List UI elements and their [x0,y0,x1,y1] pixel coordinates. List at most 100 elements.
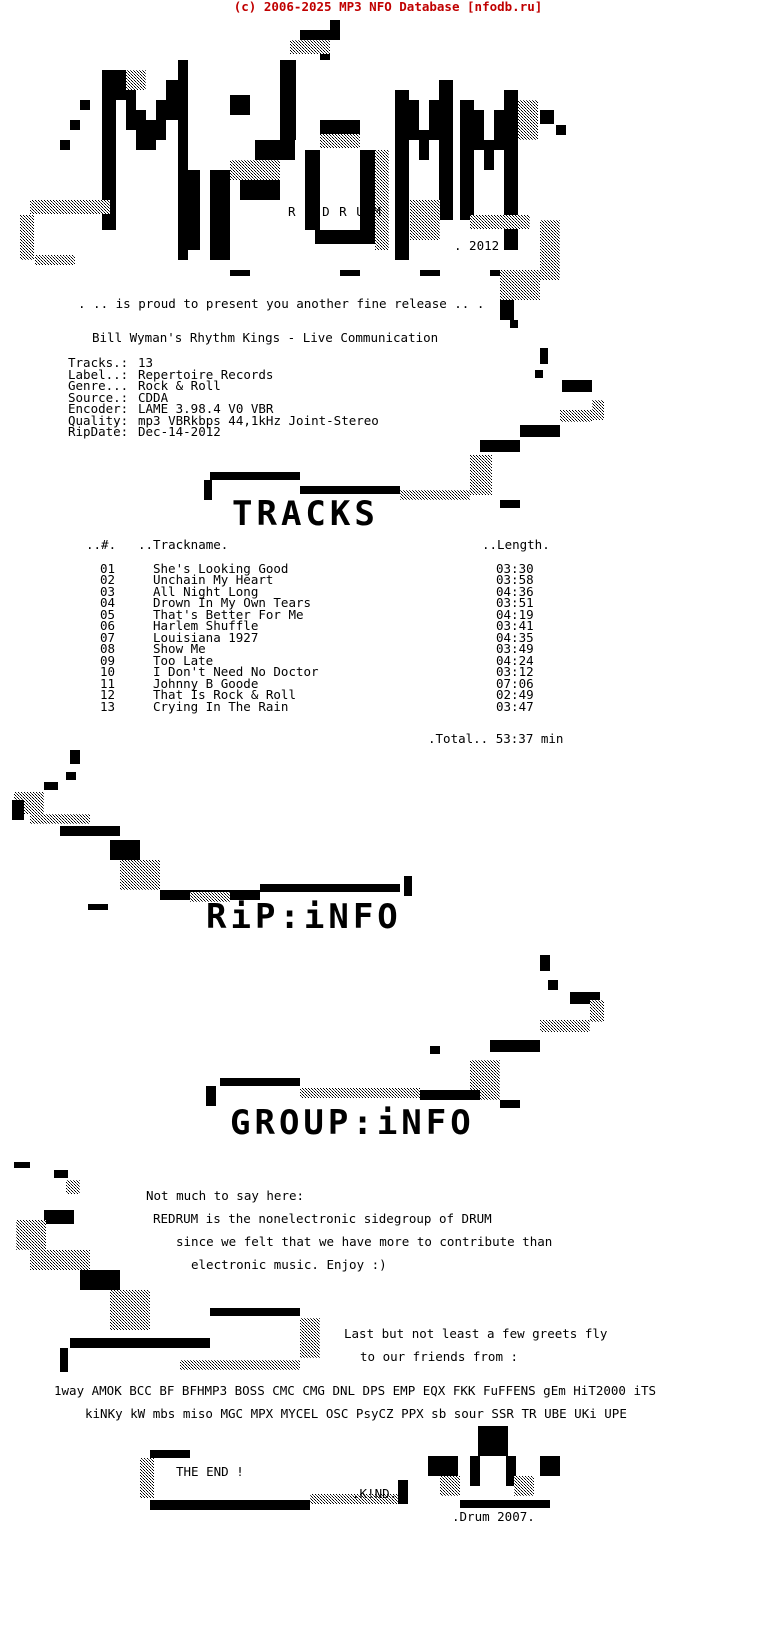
info-key: Encoder: [68,401,129,416]
group-text-line: since we felt that we have more to contr… [176,1234,553,1249]
track-name: Johnny B Goode [153,676,259,691]
col-header-num: ..#. [86,537,117,552]
release-title: Bill Wyman's Rhythm Kings - Live Communi… [92,330,439,345]
track-row: 05 That's Better For Me 04:19 [0,607,776,622]
track-name: She's Looking Good [153,561,289,576]
track-name: All Night Long [153,584,259,599]
the-end-art [140,1426,560,1510]
info-key: Source.: [68,390,129,405]
track-row: 09 Too Late 04:24 [0,653,776,668]
info-value: mp3 VBRkbps 44,1kHz Joint-Stereo [138,413,379,428]
info-key: Label..: [68,367,129,382]
col-header-length: ..Length. [482,537,550,552]
group-text-line: Not much to say here: [146,1188,305,1203]
track-row: 04 Drown In My Own Tears 03:51 [0,595,776,610]
info-row: Label..: Repertoire Records [0,367,776,382]
greets-list-line: 1way AMOK BCC BF BFHMP3 BOSS CMC CMG DNL… [54,1383,657,1398]
track-name: Show Me [153,641,206,656]
greets-swirl-art [14,1162,320,1372]
track-num: 01 [100,561,116,576]
info-row: RipDate: Dec-14-2012 [0,424,776,439]
section-title-tracks: TRACKS [232,494,379,534]
ripinfo-swirl-art [12,750,412,910]
track-num: 13 [100,699,116,714]
info-value: 13 [138,355,154,370]
info-value: CDDA [138,390,169,405]
redrum-logo-art [60,20,566,328]
info-row: Source.: CDDA [0,390,776,405]
track-length: 04:35 [496,630,534,645]
track-num: 05 [100,607,116,622]
track-length: 07:06 [496,676,534,691]
group-text-line: REDRUM is the nonelectronic sidegroup of… [153,1211,492,1226]
greets-intro-line: Last but not least a few greets fly [344,1326,608,1341]
greets-list-line: kiNKy kW mbs miso MGC MPX MYCEL OSC PsyC… [85,1406,627,1421]
info-value: Dec-14-2012 [138,424,221,439]
info-key: RipDate: [68,424,129,439]
track-num: 12 [100,687,116,702]
track-row: 08 Show Me 03:49 [0,641,776,656]
info-row: Tracks.: 13 [0,355,776,370]
logo-year: . 2012 . [454,238,515,253]
track-row: 06 Harlem Shuffle 03:41 [0,618,776,633]
info-value: Rock & Roll [138,378,221,393]
info-key: Genre... [68,378,129,393]
logo-dither-shading [20,40,560,300]
track-name: Unchain My Heart [153,572,274,587]
track-length: 02:49 [496,687,534,702]
track-length: 03:12 [496,664,534,679]
track-length: 03:41 [496,618,534,633]
track-num: 09 [100,653,116,668]
track-num: 06 [100,618,116,633]
track-length: 04:24 [496,653,534,668]
track-num: 03 [100,584,116,599]
section-title-ripinfo: RiP:iNFO [206,897,402,937]
drum-signature: .Drum 2007. [452,1509,535,1524]
track-row: 07 Louisiana 1927 04:35 [0,630,776,645]
col-header-name: ..Trackname. [138,537,229,552]
logo-group-name: R E D R U M [288,204,382,219]
track-length: 04:36 [496,584,534,599]
tracks-swirl-art [204,348,604,508]
intro-line: . .. is proud to present you another fin… [78,296,485,311]
info-row: Genre... Rock & Roll [0,378,776,393]
track-name: That's Better For Me [153,607,304,622]
track-length: 04:19 [496,607,534,622]
group-text-line: electronic music. Enjoy :) [191,1257,387,1272]
track-row: 11 Johnny B Goode 07:06 [0,676,776,691]
info-value: Repertoire Records [138,367,274,382]
track-length: 03:51 [496,595,534,610]
track-num: 02 [100,572,116,587]
track-name: That Is Rock & Roll [153,687,296,702]
track-name: Too Late [153,653,214,668]
site-header: (c) 2006-2025 MP3 NFO Database [nfodb.ru… [233,0,543,14]
info-row: Quality: mp3 VBRkbps 44,1kHz Joint-Stereo [0,413,776,428]
track-num: 08 [100,641,116,656]
kind-signature: .K!ND. [352,1486,398,1501]
the-end-text: THE END ! [176,1464,244,1479]
track-length: 03:49 [496,641,534,656]
greets-intro-line: to our friends from : [360,1349,519,1364]
track-row: 03 All Night Long 04:36 [0,584,776,599]
groupinfo-swirl-art [206,955,604,1108]
track-num: 11 [100,676,116,691]
track-name: Harlem Shuffle [153,618,259,633]
info-key: Quality: [68,413,129,428]
track-num: 04 [100,595,116,610]
track-row: 12 That Is Rock & Roll 02:49 [0,687,776,702]
track-row: 02 Unchain My Heart 03:58 [0,572,776,587]
track-num: 07 [100,630,116,645]
info-key: Tracks.: [68,355,129,370]
track-name: Crying In The Rain [153,699,289,714]
track-name: Drown In My Own Tears [153,595,312,610]
info-value: LAME 3.98.4 V0 VBR [138,401,274,416]
total-time: .Total.. 53:37 min [428,731,564,746]
info-row: Encoder: LAME 3.98.4 V0 VBR [0,401,776,416]
track-name: Louisiana 1927 [153,630,259,645]
track-length: 03:58 [496,572,534,587]
section-title-groupinfo: GROUP:iNFO [230,1103,475,1143]
